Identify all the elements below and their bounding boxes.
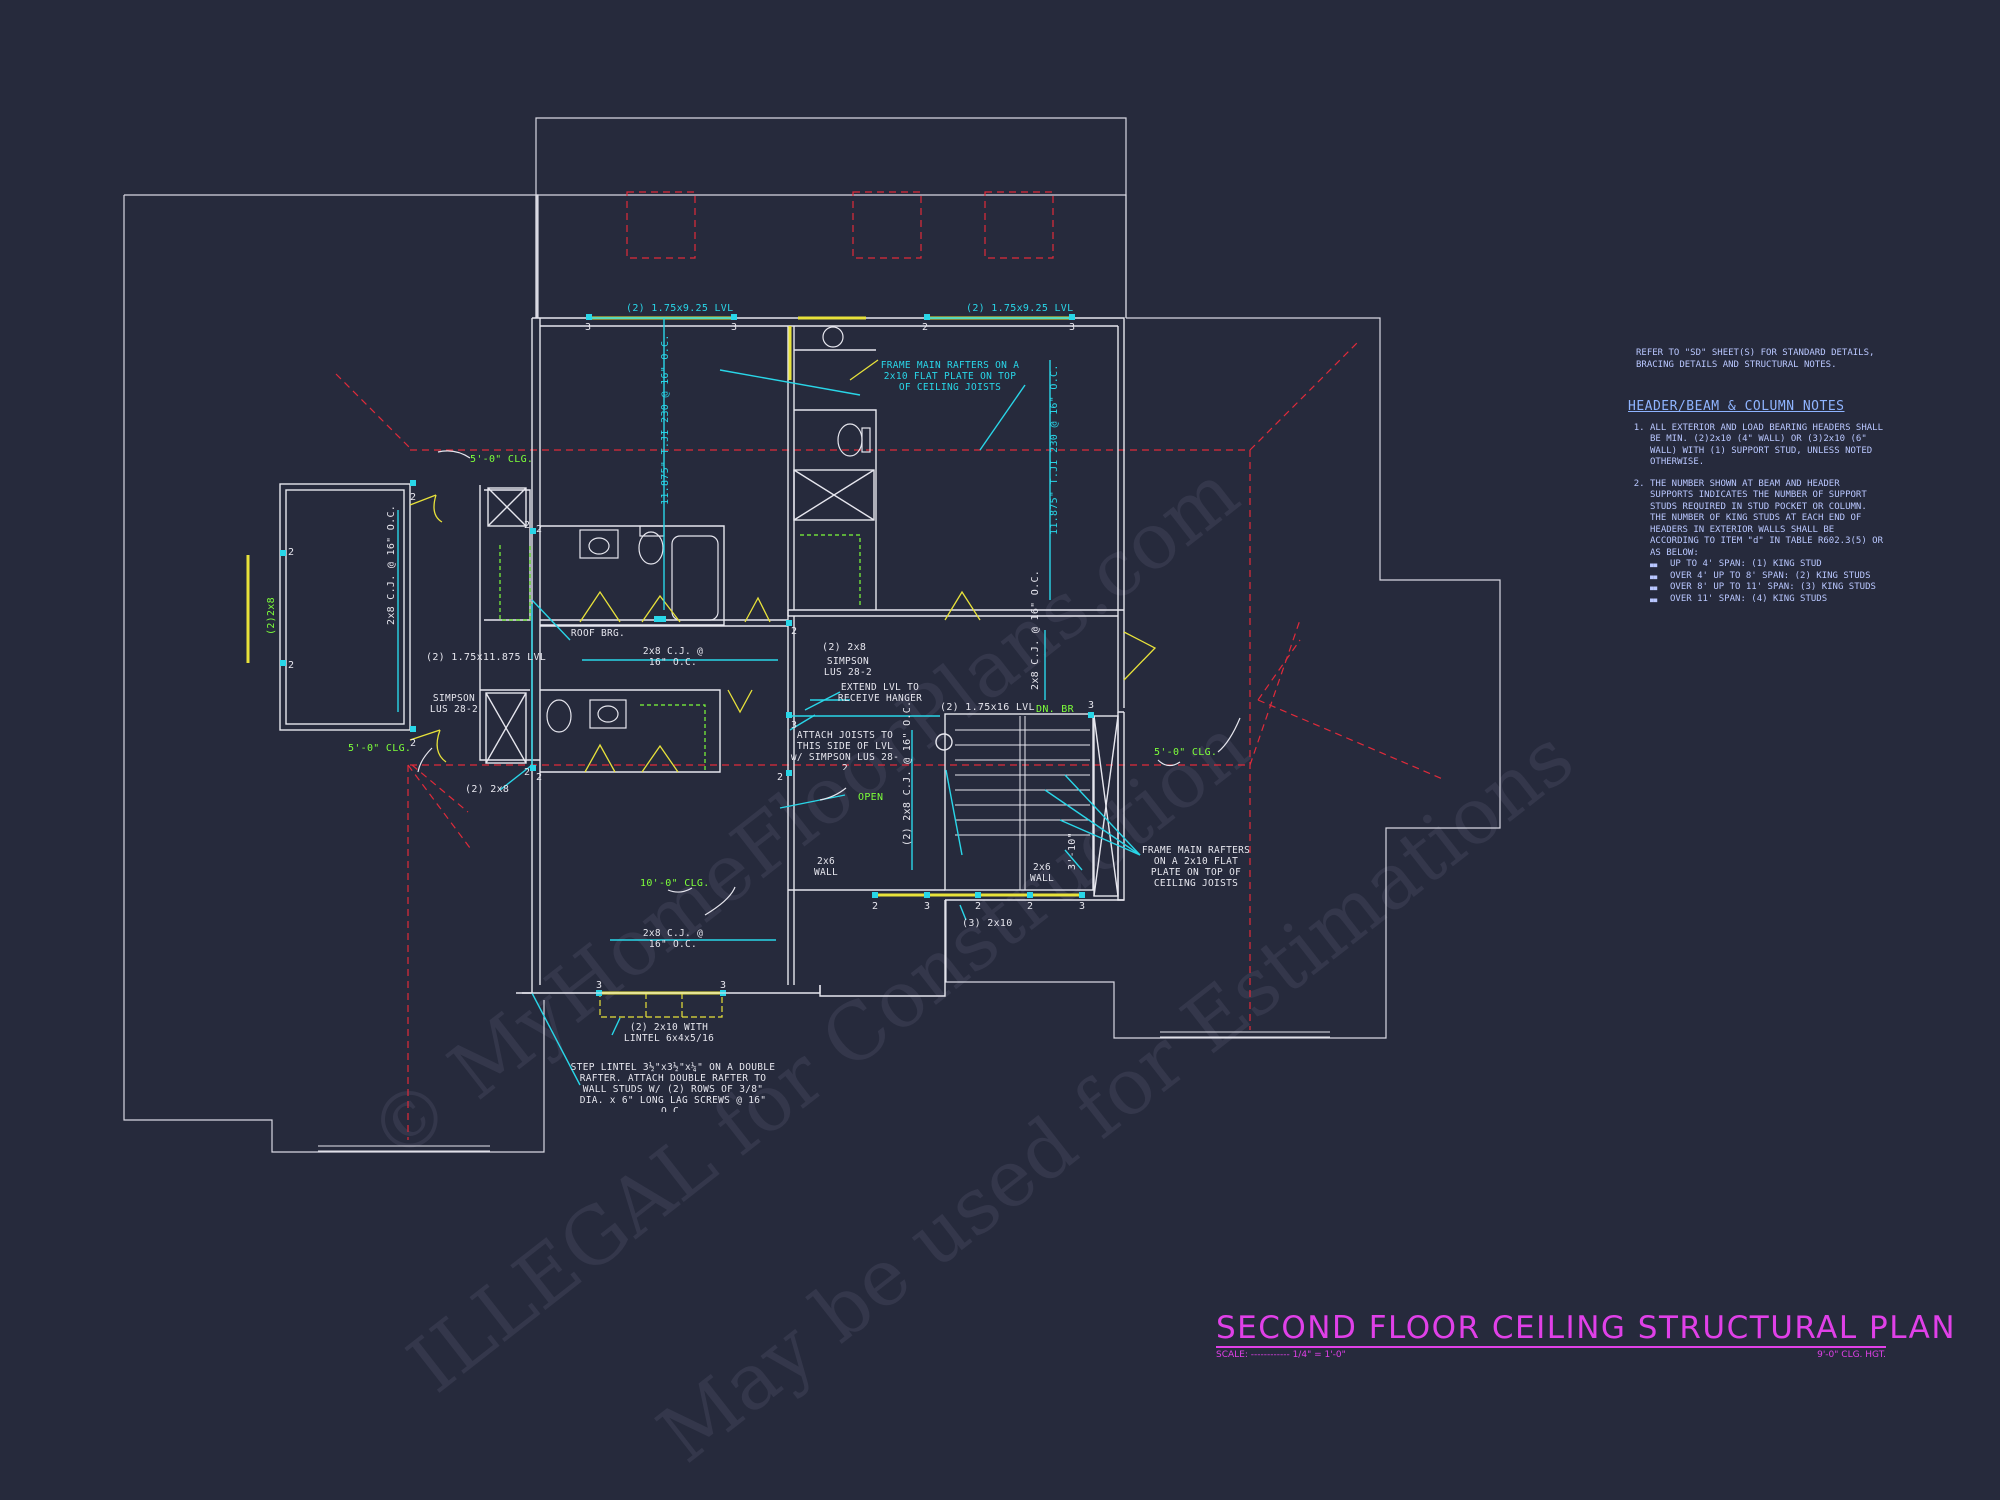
- svg-text:3: 3: [1079, 901, 1085, 912]
- label-2x6-wall-b: 2x6 WALL: [1029, 862, 1055, 884]
- svg-text:2: 2: [288, 660, 294, 671]
- svg-text:3: 3: [1069, 322, 1075, 333]
- lintel-box: [599, 992, 723, 1018]
- label-roof-brg: ROOF BRG.: [570, 628, 626, 639]
- note-item: ALL EXTERIOR AND LOAD BEARING HEADERS SH…: [1650, 423, 1888, 469]
- king-stud-item: UP TO 4' SPAN: (1) KING STUD: [1650, 559, 1888, 571]
- label-lvl-left: (2) 1.75x11.875 LVL: [426, 652, 546, 663]
- svg-text:2: 2: [1027, 901, 1033, 912]
- green-dashed: [499, 534, 861, 770]
- label-extend-lvl: EXTEND LVL TO RECEIVE HANGER: [837, 682, 923, 704]
- svg-text:3: 3: [596, 980, 602, 991]
- label-joist-left: 11.875" T.JI 230 @ 16" O.C.: [660, 334, 671, 505]
- label-frame-main-bottom: FRAME MAIN RAFTERS ON A 2x10 FLAT PLATE …: [1141, 845, 1251, 889]
- svg-text:2: 2: [922, 322, 928, 333]
- plumbing-fixtures: [546, 326, 871, 733]
- label-simpson-a: SIMPSON LUS 28-2: [823, 656, 873, 678]
- label-clg-right: 5'-0" CLG.: [1154, 747, 1217, 758]
- svg-text:3: 3: [1088, 700, 1094, 711]
- ceiling-height-label: 9'-0" CLG. HGT.: [1817, 1350, 1886, 1360]
- svg-text:2: 2: [975, 901, 981, 912]
- notes-list: ALL EXTERIOR AND LOAD BEARING HEADERS SH…: [1628, 423, 1888, 606]
- king-stud-item: OVER 8' UP TO 11' SPAN: (3) KING STUDS: [1650, 582, 1888, 594]
- svg-text:2: 2: [524, 520, 530, 531]
- title-block: SECOND FLOOR CEILING STRUCTURAL PLAN SCA…: [1216, 1310, 1957, 1360]
- label-dn-br: DN. BR: [1036, 704, 1075, 715]
- svg-text:3: 3: [924, 901, 930, 912]
- label-dim-3-10: 3'-10": [1067, 832, 1078, 870]
- label-center-cj: 2x8 C.J. @ 16" O.C.: [642, 646, 704, 668]
- label-clg-top: 5'-0" CLG.: [470, 454, 533, 465]
- svg-text:2: 2: [524, 767, 530, 778]
- scale-label: SCALE: ------------ 1/4" = 1'-0": [1216, 1350, 1346, 1360]
- svg-text:3: 3: [585, 322, 591, 333]
- svg-text:2: 2: [410, 738, 416, 749]
- svg-text:3: 3: [720, 980, 726, 991]
- roof-outline: [123, 117, 1501, 1153]
- svg-text:2: 2: [777, 772, 783, 783]
- note-item: THE NUMBER SHOWN AT BEAM AND HEADER SUPP…: [1650, 479, 1888, 606]
- label-frame-main-top: FRAME MAIN RAFTERS ON A 2x10 FLAT PLATE …: [880, 360, 1020, 393]
- notes-reference: REFER TO "SD" SHEET(S) FOR STANDARD DETA…: [1636, 348, 1875, 370]
- svg-text:2: 2: [536, 524, 542, 535]
- label-beam-top-right: (2) 1.75x9.25 LVL: [966, 303, 1073, 314]
- label-open: OPEN: [858, 792, 883, 803]
- label-2x6-wall-a: 2x6 WALL: [813, 856, 839, 878]
- label-bay-header: (2)2x8: [266, 597, 277, 635]
- svg-text:2: 2: [791, 626, 797, 637]
- sheet-notes: REFER TO "SD" SHEET(S) FOR STANDARD DETA…: [1628, 348, 1888, 615]
- king-stud-item: OVER 4' UP TO 8' SPAN: (2) KING STUDS: [1650, 571, 1888, 583]
- label-clg-10: 10'-0" CLG.: [640, 878, 710, 889]
- label-clg-left: 5'-0" CLG.: [348, 743, 411, 754]
- label-3-2x10: (3) 2x10: [962, 918, 1013, 929]
- label-simpson-b: SIMPSON LUS 28-2: [429, 693, 479, 715]
- svg-text:3: 3: [791, 720, 797, 731]
- structure-lines: [397, 317, 1141, 1086]
- label-attach-joists: ATTACH JOISTS TO THIS SIDE OF LVL w/ SIM…: [790, 730, 900, 770]
- pointer-arrows: [417, 450, 1241, 916]
- label-beam-top-left: (2) 1.75x9.25 LVL: [626, 303, 733, 314]
- svg-text:2: 2: [288, 547, 294, 558]
- notes-header: HEADER/BEAM & COLUMN NOTES: [1628, 399, 1845, 414]
- svg-text:2: 2: [410, 492, 416, 503]
- label-2x8-b: (2) 2x8: [465, 784, 509, 795]
- king-stud-list: UP TO 4' SPAN: (1) KING STUD OVER 4' UP …: [1650, 559, 1888, 605]
- title-scale-row: SCALE: ------------ 1/4" = 1'-0" 9'-0" C…: [1216, 1350, 1886, 1360]
- roof-ridge-lines: [335, 191, 1446, 1140]
- label-step-lintel: STEP LINTEL 3½"x3½"x¼" ON A DOUBLE RAFTE…: [570, 1062, 776, 1112]
- label-bottom-cj: 2x8 C.J. @ 16" O.C.: [642, 928, 704, 950]
- label-joist-right: 11.875" T.JI 230 @ 16" O.C.: [1049, 364, 1060, 535]
- annotation-labels: (2) 1.75x9.25 LVL (2) 1.75x9.25 LVL FRAM…: [266, 303, 1251, 1112]
- label-stair-cj: (2) 2x8 C.J. @ 16" O.C.: [902, 701, 913, 846]
- label-2x8-a: (2) 2x8: [822, 642, 866, 653]
- king-stud-item: OVER 11' SPAN: (4) KING STUDS: [1650, 594, 1888, 606]
- label-right-cj: 2x8 C.J. @ 16" O.C.: [1030, 570, 1041, 690]
- label-lintel: (2) 2x10 WITH LINTEL 6x4x5/16: [623, 1022, 715, 1044]
- svg-text:2: 2: [536, 772, 542, 783]
- label-left-cj: 2x8 C.J. @ 16" O.C.: [386, 505, 397, 625]
- hatch-bars: [318, 992, 1330, 1152]
- door-swings: [409, 359, 1157, 773]
- plan-title: SECOND FLOOR CEILING STRUCTURAL PLAN: [1216, 1310, 1957, 1348]
- svg-text:3: 3: [731, 322, 737, 333]
- stud-markers: [280, 314, 1094, 996]
- label-lvl-16: (2) 1.75x16 LVL: [940, 702, 1035, 713]
- stud-count-labels: 3 3 3 2 2 2 2 2 2 2 3 2 3 2 3 2 2 3 3 3 …: [288, 322, 1094, 991]
- svg-text:2: 2: [872, 901, 878, 912]
